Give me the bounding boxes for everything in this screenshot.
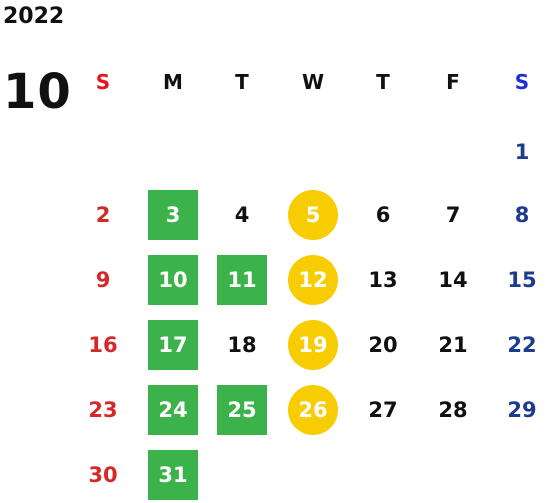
day-cell[interactable]: 14 — [438, 268, 468, 292]
weekday-tuesday: T — [235, 70, 249, 94]
day-cell[interactable]: 9 — [95, 268, 111, 292]
day-cell-green[interactable]: 25 — [217, 385, 267, 435]
day-cell[interactable]: 4 — [234, 203, 250, 227]
day-cell-yellow[interactable]: 19 — [288, 320, 338, 370]
year-label: 2022 — [3, 4, 65, 29]
day-cell[interactable]: 7 — [445, 203, 461, 227]
day-cell[interactable]: 20 — [368, 333, 398, 357]
day-cell-green[interactable]: 31 — [148, 450, 198, 500]
day-cell-green[interactable]: 3 — [148, 190, 198, 240]
day-cell-yellow[interactable]: 5 — [288, 190, 338, 240]
day-cell[interactable]: 22 — [507, 333, 537, 357]
day-cell[interactable]: 1 — [514, 140, 530, 164]
day-cell[interactable]: 27 — [368, 398, 398, 422]
day-cell[interactable]: 23 — [88, 398, 118, 422]
month-label: 10 — [3, 64, 72, 120]
weekday-saturday: S — [514, 70, 530, 94]
day-cell[interactable]: 13 — [368, 268, 398, 292]
weekday-thursday: T — [376, 70, 390, 94]
day-cell-yellow[interactable]: 12 — [288, 255, 338, 305]
weekday-wednesday: W — [301, 70, 325, 94]
day-cell[interactable]: 6 — [375, 203, 391, 227]
day-cell[interactable]: 8 — [514, 203, 530, 227]
day-cell[interactable]: 18 — [227, 333, 257, 357]
day-cell-green[interactable]: 11 — [217, 255, 267, 305]
weekday-sunday: S — [95, 70, 111, 94]
day-cell-green[interactable]: 10 — [148, 255, 198, 305]
day-cell[interactable]: 29 — [507, 398, 537, 422]
day-cell[interactable]: 30 — [88, 463, 118, 487]
weekday-friday: F — [446, 70, 460, 94]
day-cell[interactable]: 2 — [95, 203, 111, 227]
day-cell[interactable]: 28 — [438, 398, 468, 422]
weekday-monday: M — [163, 70, 183, 94]
day-cell[interactable]: 21 — [438, 333, 468, 357]
day-cell[interactable]: 15 — [507, 268, 537, 292]
day-cell-green[interactable]: 17 — [148, 320, 198, 370]
day-cell-green[interactable]: 24 — [148, 385, 198, 435]
day-cell[interactable]: 16 — [88, 333, 118, 357]
day-cell-yellow[interactable]: 26 — [288, 385, 338, 435]
